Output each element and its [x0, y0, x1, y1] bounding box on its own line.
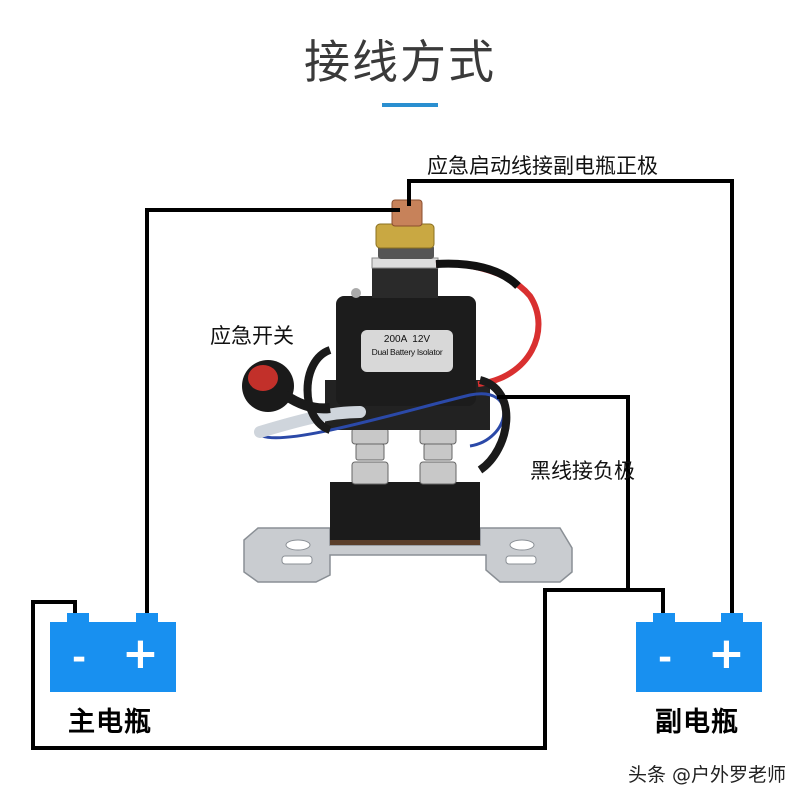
plus-icon: +: [122, 628, 159, 679]
wire-negative-link: [31, 588, 665, 750]
wire-emergency-to-sub-positive: [407, 179, 734, 616]
minus-icon: -: [658, 638, 673, 678]
sub-battery-label: 副电瓶: [655, 707, 739, 738]
wire-black-negative: [497, 395, 630, 590]
plus-icon: +: [708, 628, 745, 679]
label-black-wire-negative: 黑线接负极: [530, 459, 635, 483]
sub-battery-icon: - +: [636, 613, 762, 692]
main-battery-positive-terminal: [136, 613, 158, 623]
wire-main-positive-to-terminal: [145, 208, 400, 616]
sub-battery-negative-terminal: [653, 613, 675, 623]
minus-icon: -: [72, 638, 87, 678]
sub-battery-positive-terminal: [721, 613, 743, 623]
title-underline: [382, 103, 438, 107]
label-emergency-switch: 应急开关: [210, 324, 294, 348]
main-battery-icon: - +: [50, 613, 176, 692]
page-title: 接线方式: [304, 35, 496, 89]
label-emergency-start-wire: 应急启动线接副电瓶正极: [427, 154, 658, 178]
sticker-model: Dual Battery Isolator: [371, 347, 443, 357]
watermark: 头条 @户外罗老师: [627, 764, 786, 786]
main-battery-label: 主电瓶: [68, 707, 152, 738]
device-sticker: 200A 12V Dual Battery Isolator: [361, 333, 453, 358]
main-battery-negative-terminal: [67, 613, 89, 623]
sticker-rating: 200A 12V: [383, 334, 431, 345]
